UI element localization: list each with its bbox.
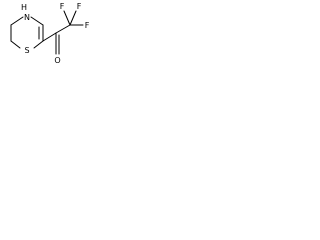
atom-label-f-top-left: F [60,2,65,11]
atom-label-f-top-right: F [77,2,82,11]
bond-s-c6 [33,40,44,49]
atom-label-s: S [24,46,29,55]
structure-canvas: H N S O F F F [0,0,92,85]
bond-cf3-f-top-right [69,10,77,26]
atom-label-h: H [21,3,27,12]
atom-label-n: N [24,13,30,22]
bond-n-c3 [10,16,24,26]
atom-label-f-right: F [85,21,90,30]
bond-c2-s [10,40,21,49]
atom-label-o: O [54,56,60,65]
bond-carbonyl-cf3 [55,24,71,34]
bond-c6-carbonyl [42,32,57,42]
chemical-structure-drawing: H N S O F F F [10,2,90,65]
bond-c5-n [30,16,44,26]
bond-cf3-f-top-left [63,10,71,26]
